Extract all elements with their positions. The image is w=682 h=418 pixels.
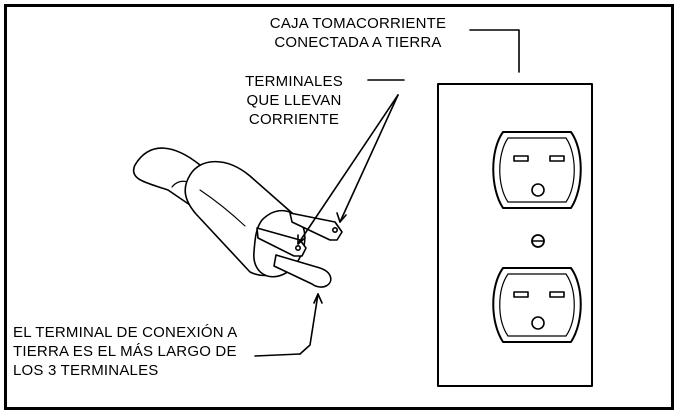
lower-receptacle bbox=[492, 267, 582, 343]
ground-prong bbox=[273, 254, 332, 288]
upper-receptacle bbox=[492, 131, 582, 209]
hot-prong-upper bbox=[289, 212, 343, 241]
ground-leader bbox=[299, 293, 319, 355]
outlet-leader bbox=[469, 29, 520, 73]
outlet-label: CAJA TOMACORRIENTE CONECTADA A TIERRA bbox=[269, 15, 447, 51]
ground-terminal-label: EL TERMINAL DE CONEXIÓN A TIERRA ES EL M… bbox=[13, 324, 238, 379]
terminals-label: TERMINALES QUE LLEVAN CORRIENTE bbox=[245, 73, 343, 128]
